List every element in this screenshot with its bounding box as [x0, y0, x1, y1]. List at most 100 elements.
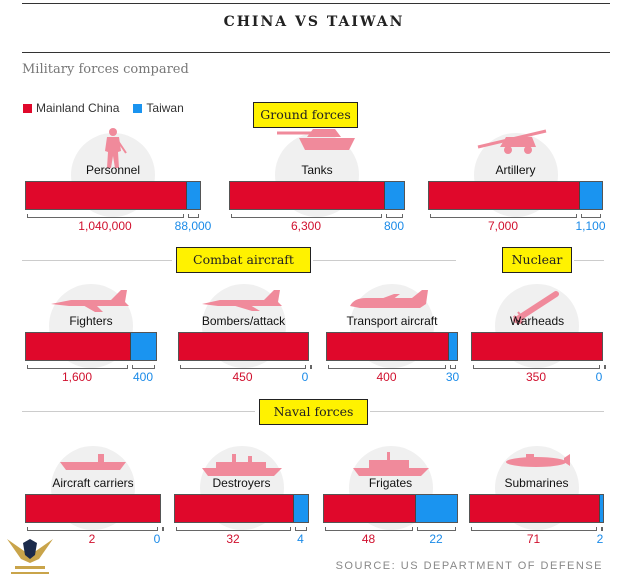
bar-segment-taiwan	[186, 182, 200, 209]
value-label-taiwan: 4	[297, 532, 304, 546]
china-swatch	[23, 104, 32, 113]
bomber-icon	[178, 290, 309, 317]
stacked-bar	[178, 332, 309, 361]
subtitle: Military forces compared	[22, 62, 189, 77]
chart-panel-aircraft-carriers: Aircraft carriers 2 0	[25, 432, 164, 562]
bar-segment-taiwan	[293, 495, 308, 522]
fighter-jet-icon	[25, 290, 157, 317]
top-rule	[22, 3, 610, 4]
value-label-taiwan: 30	[445, 370, 460, 384]
bar-segment-china	[26, 182, 186, 209]
bar-segment-china	[230, 182, 384, 209]
value-label-taiwan: 0	[153, 532, 161, 546]
page-title: CHINA VS TAIWAN	[223, 14, 405, 30]
category-label: Warheads	[509, 314, 565, 328]
bar-segment-taiwan	[579, 182, 602, 209]
missile-icon	[471, 290, 603, 329]
stacked-bar	[469, 494, 604, 523]
chart-panel-transport-aircraft: Transport aircraft 400 30	[326, 270, 460, 400]
stacked-bar	[326, 332, 458, 361]
bar-segment-taiwan	[130, 333, 156, 360]
value-label-china: 2	[88, 532, 96, 546]
legend-item-taiwan: Taiwan	[133, 101, 184, 115]
divider	[22, 411, 255, 412]
value-label-china: 6,300	[290, 219, 322, 233]
soldier-icon	[25, 127, 201, 174]
bracket-taiwan	[417, 527, 456, 531]
taiwan-swatch	[133, 104, 143, 113]
bracket-taiwan	[450, 365, 456, 369]
category-label: Frigates	[368, 476, 413, 490]
category-label: Bombers/attack	[201, 314, 286, 328]
aircraft-carrier-icon	[25, 452, 161, 477]
category-label: Aircraft carriers	[52, 476, 134, 490]
section-ground-forces: Ground forces	[253, 102, 358, 128]
value-label-taiwan: 0	[301, 370, 309, 384]
bracket-china	[473, 365, 600, 369]
bracket-taiwan	[162, 527, 164, 531]
divider	[313, 260, 456, 261]
value-label-china: 1,600	[61, 370, 93, 384]
bracket-china	[27, 365, 128, 369]
stacked-bar	[428, 181, 603, 210]
category-label: Transport aircraft	[346, 314, 438, 328]
bar-segment-taiwan	[415, 495, 457, 522]
legend-label: Mainland China	[36, 101, 120, 115]
legend-item-china: Mainland China	[23, 101, 119, 115]
submarine-icon	[469, 452, 604, 473]
chart-panel-submarines: Submarines 71 2	[469, 432, 604, 562]
stacked-bar	[25, 332, 157, 361]
bracket-china	[430, 214, 577, 218]
legend-label: Taiwan	[146, 101, 184, 115]
value-label-china: 71	[526, 532, 541, 546]
stacked-bar	[25, 181, 201, 210]
bar-segment-china	[26, 495, 160, 522]
bracket-china	[27, 527, 158, 531]
bracket-taiwan	[386, 214, 403, 218]
chart-panel-warheads: Warheads 350 0	[471, 270, 606, 400]
category-label: Fighters	[69, 314, 113, 328]
bar-segment-china	[327, 333, 448, 360]
tank-icon	[229, 127, 405, 158]
value-label-china: 350	[525, 370, 547, 384]
value-label-china: 1,040,000	[78, 219, 132, 233]
category-label: Tanks	[301, 163, 333, 177]
value-label-china: 450	[232, 370, 253, 384]
bracket-taiwan	[604, 365, 606, 369]
bracket-china	[471, 527, 597, 531]
stacked-bar	[174, 494, 309, 523]
value-label-china: 32	[226, 532, 240, 546]
value-label-taiwan: 0	[595, 370, 603, 384]
bar-segment-china	[175, 495, 293, 522]
value-label-china: 400	[376, 370, 397, 384]
bracket-china	[231, 214, 382, 218]
stacked-bar	[25, 494, 161, 523]
bar-segment-china	[429, 182, 579, 209]
destroyer-icon	[174, 452, 309, 483]
value-label-taiwan: 1,100	[575, 219, 606, 233]
bracket-china	[176, 527, 291, 531]
value-label-taiwan: 88,000	[174, 219, 212, 233]
section-combat-aircraft: Combat aircraft	[176, 247, 311, 273]
bracket-taiwan	[310, 365, 312, 369]
bar-segment-china	[26, 333, 130, 360]
value-label-china: 48	[361, 532, 376, 546]
bracket-china	[325, 527, 413, 531]
divider	[370, 411, 604, 412]
bracket-taiwan	[601, 527, 603, 531]
section-nuclear: Nuclear	[502, 247, 572, 273]
bar-segment-taiwan	[448, 333, 457, 360]
artillery-icon	[428, 127, 603, 160]
value-label-taiwan: 2	[596, 532, 604, 546]
bracket-china	[180, 365, 306, 369]
bracket-taiwan	[581, 214, 601, 218]
category-label: Submarines	[504, 476, 569, 490]
section-naval-forces: Naval forces	[259, 399, 368, 425]
bar-segment-china	[470, 495, 599, 522]
forum-logo-icon	[7, 539, 53, 574]
